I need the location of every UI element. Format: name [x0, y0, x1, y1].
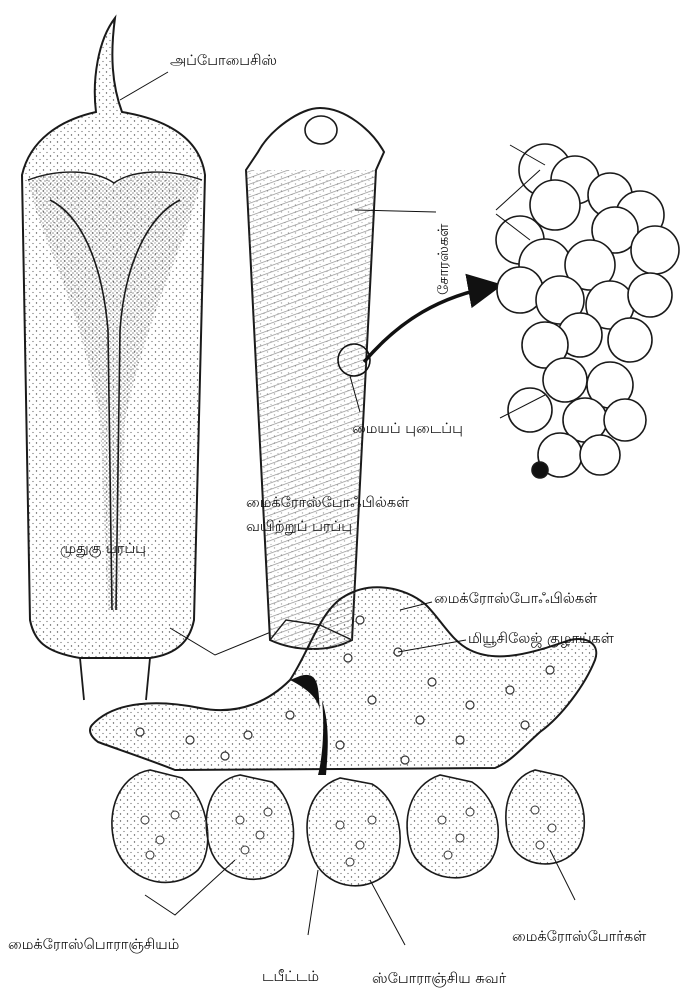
label-microsporophyll: மைக்ரோஸ்போஃபில்கள்	[246, 494, 409, 512]
leader-tapetum	[308, 870, 318, 935]
leader-wall	[370, 880, 405, 945]
label-mucilage-canals: மியூசிலேஜ் குழாய்கள்	[468, 630, 614, 648]
ventral-microsporophyll	[246, 108, 384, 649]
label-microsporophyll-2: மைக்ரோஸ்போஃபில்கள்	[434, 590, 597, 608]
label-central-stalk: மையப் புடைப்பு	[352, 420, 463, 438]
label-ventral-surface: வயிற்றுப் பரப்பு	[246, 518, 352, 536]
label-microspores: மைக்ரோஸ்போர்கள்	[512, 928, 646, 946]
label-tapetum: டபீட்டம்	[262, 968, 319, 986]
enlarge-arrow	[364, 286, 496, 362]
sori-cluster	[496, 144, 679, 478]
label-sporangium-wall: ஸ்போராஞ்சிய சுவர்	[372, 970, 506, 988]
label-apophysis: அப்போபைசிஸ்	[170, 52, 277, 70]
leader-apophysis	[120, 72, 168, 100]
label-microsporangium: மைக்ரோஸ்பொராஞ்சியம்	[8, 936, 179, 954]
dorsal-microsporophyll	[22, 18, 205, 700]
label-dorsal-surface: முதுகு பரப்பு	[60, 540, 146, 558]
label-sorus: சோரஸ்கள்	[436, 224, 454, 295]
sporangia	[112, 770, 584, 886]
